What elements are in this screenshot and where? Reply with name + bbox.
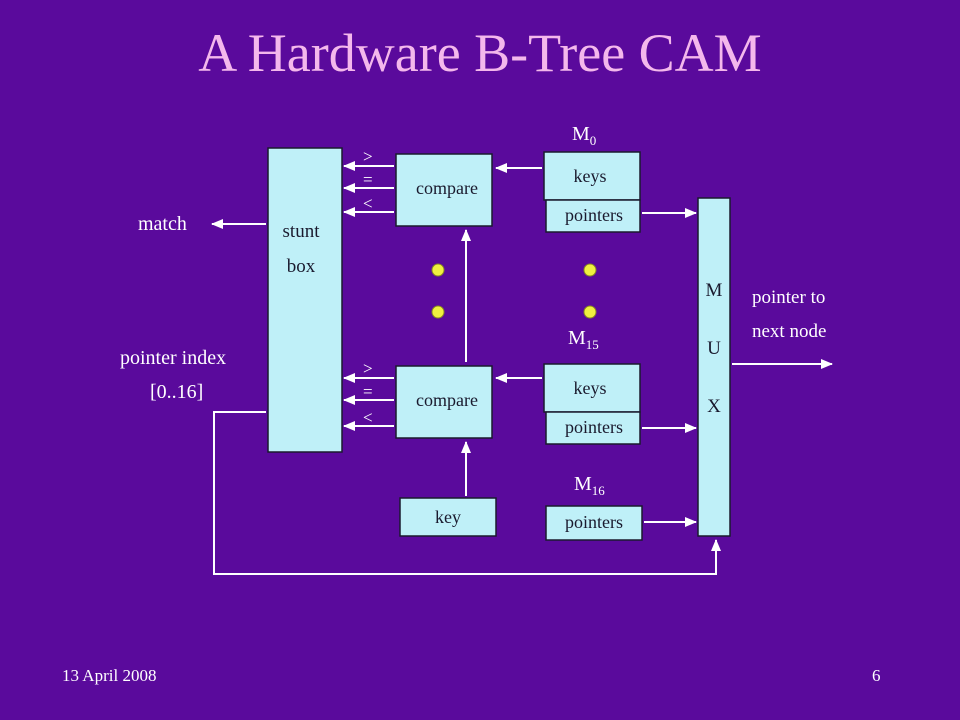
compare-bottom-box	[395, 365, 493, 439]
compare-bottom-gt-label: >	[363, 359, 373, 378]
output-label-line2: next node	[752, 321, 826, 342]
compare-bottom-eq-label: =	[363, 382, 373, 401]
memory-m15-keys	[543, 363, 641, 413]
compare-top-gt-label: >	[363, 147, 373, 166]
match-label: match	[138, 213, 187, 235]
memory-m0-pointers	[545, 199, 641, 233]
slide-number: 6	[872, 666, 881, 685]
pointer-index-label: pointer index	[120, 347, 226, 369]
memory-m16-pointers-label: pointers	[565, 512, 623, 532]
memory-m15-pointers	[545, 411, 641, 445]
compare-bottom-lt-label: <	[363, 408, 373, 427]
memory-m0-keys-label: keys	[574, 166, 607, 186]
ellipsis-dot	[583, 263, 597, 277]
footer-date: 13 April 2008	[62, 666, 157, 685]
stunt-box-label-line1: stunt	[283, 221, 321, 242]
ellipsis-dot	[431, 305, 445, 319]
memory-m16-label: M16	[574, 473, 605, 498]
mux-box	[697, 197, 731, 537]
mux-letter-m: M	[706, 280, 723, 301]
stunt-box	[267, 147, 343, 453]
memory-m15-pointers-label: pointers	[565, 417, 623, 437]
memory-m0-keys	[543, 151, 641, 201]
memory-m15-label: M15	[568, 327, 599, 352]
compare-bottom-label: compare	[416, 390, 478, 410]
stunt-box-label-line2: box	[287, 256, 316, 277]
memory-m0-pointers-label: pointers	[565, 205, 623, 225]
compare-top-eq-label: =	[363, 170, 373, 189]
pointer-index-feedback-line	[213, 411, 721, 575]
mux-letter-x: X	[707, 396, 721, 417]
memory-m0-label: M0	[572, 123, 596, 148]
key-label: key	[435, 507, 461, 527]
compare-top-label: compare	[416, 178, 478, 198]
key-box	[399, 497, 497, 537]
compare-top-box	[395, 153, 493, 227]
memory-m15-keys-label: keys	[574, 378, 607, 398]
pointer-index-range: [0..16]	[150, 381, 203, 403]
compare-top-lt-label: <	[363, 194, 373, 213]
mux-letter-u: U	[707, 338, 721, 359]
memory-m16-pointers	[545, 505, 643, 541]
ellipsis-dot	[583, 305, 597, 319]
slide-title: A Hardware B-Tree CAM	[198, 23, 762, 83]
ellipsis-dot	[431, 263, 445, 277]
output-label-line1: pointer to	[752, 287, 825, 308]
